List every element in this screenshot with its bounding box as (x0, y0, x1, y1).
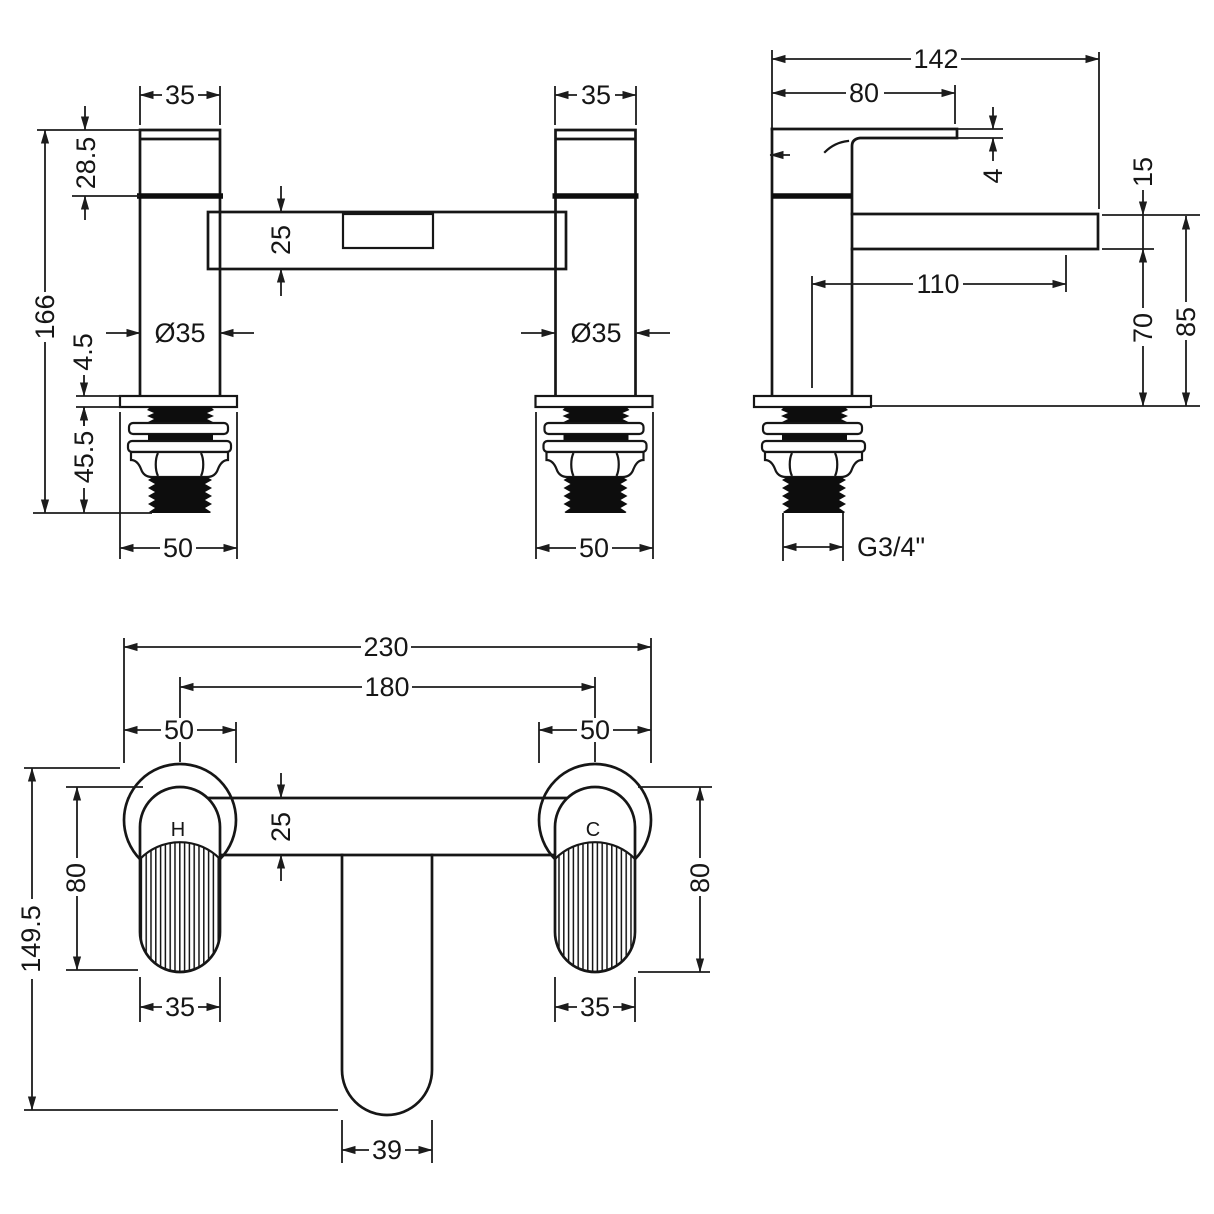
dim-spout-thickness: 15 (1128, 157, 1158, 187)
right-inlet (534, 394, 654, 515)
dim-spout-width: 39 (372, 1135, 402, 1165)
dim-inlet-thread: G3/4" (857, 532, 925, 562)
dim-overall-depth-plan: 149.5 (16, 905, 46, 973)
left-inlet (118, 394, 239, 515)
dim-handle-length: 80 (849, 78, 879, 108)
dim-handle-width-left: 35 (165, 992, 195, 1022)
dim-base-diameter-right: 50 (580, 715, 610, 745)
cold-handle-grip-arc (554, 841, 636, 860)
dim-top-width-right: 35 (581, 80, 611, 110)
dim-diameter-left: Ø35 (154, 318, 205, 348)
dim-top-width-left: 35 (165, 80, 195, 110)
left-pillar (137, 130, 223, 396)
dim-hole-centres: 180 (364, 672, 409, 702)
dim-handle-width-right: 35 (580, 992, 610, 1022)
side-inlet (752, 394, 873, 515)
dim-base-width-left: 50 (163, 533, 193, 563)
front-dimension-labels: 35 35 28.5 25 166 Ø35 Ø35 4.5 (30, 80, 624, 563)
side-body-outline (770, 127, 1100, 398)
front-view: 35 35 28.5 25 166 Ø35 Ø35 4.5 (30, 80, 670, 563)
dim-handle-height: 28.5 (71, 137, 101, 190)
hot-handle-grip-arc (139, 841, 221, 860)
dim-base-width-right: 50 (579, 533, 609, 563)
side-dimension-labels: 142 80 4 15 110 70 85 G3/4" (846, 44, 1201, 562)
cold-handle: C (553, 785, 637, 974)
dim-spout-underside-height: 70 (1128, 313, 1158, 343)
dim-handle-reach-left: 80 (61, 863, 91, 893)
plan-dimension-labels: 230 180 50 50 25 80 80 149.5 (16, 632, 715, 1165)
cold-label: C (586, 819, 600, 841)
dim-flange-thickness: 4.5 (68, 333, 98, 371)
dim-diameter-right: Ø35 (570, 318, 621, 348)
dim-base-diameter-left: 50 (164, 715, 194, 745)
side-view: 142 80 4 15 110 70 85 G3/4" (752, 44, 1201, 562)
plan-spout (340, 853, 434, 1117)
label-plate (341, 212, 435, 250)
plan-body-bar (178, 796, 597, 857)
dim-body-width: 25 (266, 812, 296, 842)
dim-overall-height: 166 (30, 294, 60, 339)
dim-handle-thickness: 4 (978, 168, 1008, 183)
dim-handle-reach-right: 80 (685, 863, 715, 893)
hot-label: H (171, 819, 185, 841)
dim-body-depth: 25 (266, 225, 296, 255)
body-bar (206, 210, 568, 271)
dim-spout-reach: 110 (916, 269, 959, 299)
plan-view: H C (16, 632, 715, 1165)
dim-tail-length: 45.5 (69, 431, 99, 484)
dim-overall-depth: 142 (913, 44, 958, 74)
front-extension-lines (33, 86, 654, 559)
dim-spout-top-height: 85 (1171, 307, 1201, 337)
dim-overall-width: 230 (363, 632, 408, 662)
hot-handle: H (138, 785, 222, 974)
